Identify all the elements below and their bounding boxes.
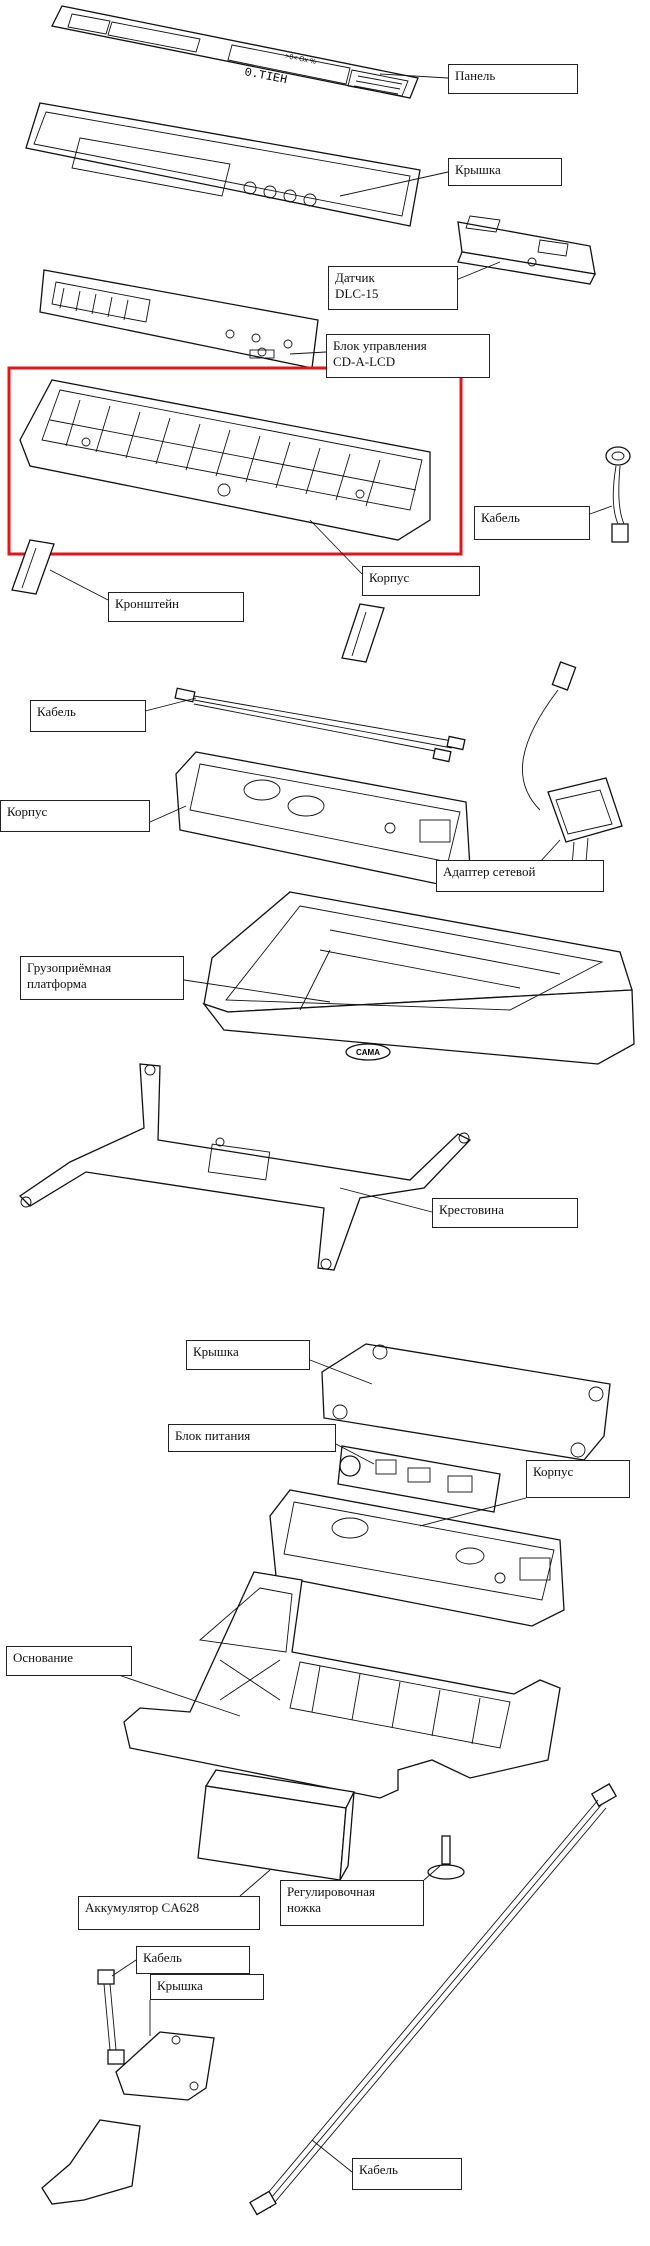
- cable-long-part: [249, 1783, 618, 2216]
- label-power-unit: Блок питания: [168, 1424, 336, 1452]
- sensor-part: [457, 215, 596, 285]
- bracket-leader: [49, 569, 109, 601]
- housing-top-part: [19, 379, 431, 541]
- label-foot: Регулировочная ножка: [280, 1880, 424, 1926]
- power-unit-leader: [335, 1443, 375, 1465]
- label-bracket: Кронштейн: [108, 592, 244, 622]
- foot-part: [427, 1835, 465, 1880]
- label-cover-small: Крышка: [150, 1974, 264, 2000]
- battery-leader: [239, 1869, 271, 1897]
- battery-part: [197, 1769, 355, 1881]
- platform-logo-text: CAMA: [356, 1048, 380, 1057]
- cable-right-leader: [589, 505, 613, 515]
- cover-bottom-leader: [309, 1359, 373, 1385]
- label-base: Основание: [6, 1646, 132, 1676]
- housing-bottom-part: [269, 1489, 565, 1627]
- housing-bottom-leader: [419, 1497, 527, 1527]
- cross-part: [18, 1063, 472, 1271]
- platform-leader: [183, 979, 331, 1003]
- label-platform: Грузоприёмная платформа: [20, 956, 184, 1000]
- label-housing-bottom: Корпус: [526, 1460, 630, 1498]
- housing-mid-leader: [149, 805, 187, 823]
- label-housing-mid: Корпус: [0, 800, 150, 832]
- cover-bottom-part: [321, 1343, 611, 1461]
- platform-part: CAMA: [202, 891, 635, 1065]
- cable-small-leader: [111, 1959, 137, 1977]
- sensor-leader: [455, 261, 501, 281]
- label-battery: Аккумулятор CA628: [78, 1896, 260, 1930]
- bracket-right-part: [341, 603, 385, 663]
- control-board-leader: [289, 351, 327, 355]
- label-cable-right: Кабель: [474, 506, 590, 540]
- cable-mid-part: [174, 687, 466, 763]
- label-cable-long: Кабель: [352, 2158, 462, 2190]
- label-housing-top: Корпус: [362, 566, 480, 596]
- housing-top-leader: [309, 519, 363, 575]
- cross-leader: [339, 1187, 433, 1213]
- label-cross: Крестовина: [432, 1198, 578, 1228]
- cable-small-part: [97, 1969, 125, 2065]
- cable-right-part: [605, 446, 631, 543]
- label-adapter: Адаптер сетевой: [436, 860, 604, 892]
- housing-mid-part: [175, 751, 471, 885]
- label-cover-top: Крышка: [448, 158, 562, 186]
- adapter-leader: [539, 839, 561, 863]
- panel-leader: [379, 73, 449, 79]
- housing-highlight-frame: [7, 366, 463, 556]
- foot-leader: [423, 1865, 441, 1881]
- adapter-part: [522, 661, 623, 867]
- power-unit-part: [337, 1445, 501, 1513]
- label-control-unit: Блок управления CD-A-LCD: [326, 334, 490, 378]
- label-cover-bottom: Крышка: [186, 1340, 310, 1370]
- label-panel: Панель: [448, 64, 578, 94]
- panel-part: 0.TIEH >0< Ox %: [51, 5, 419, 99]
- cover-top-part: [25, 102, 421, 227]
- base-part: [123, 1571, 561, 1799]
- control-board-part: [39, 269, 319, 369]
- label-cable-mid: Кабель: [30, 700, 146, 732]
- cover-top-leader: [339, 171, 449, 197]
- cable-long-leader: [311, 2139, 353, 2173]
- label-cable-small: Кабель: [136, 1946, 250, 1974]
- bracket-left-part: [11, 539, 55, 595]
- cover-small-part: [41, 2031, 215, 2205]
- label-sensor: Датчик DLC-15: [328, 266, 458, 310]
